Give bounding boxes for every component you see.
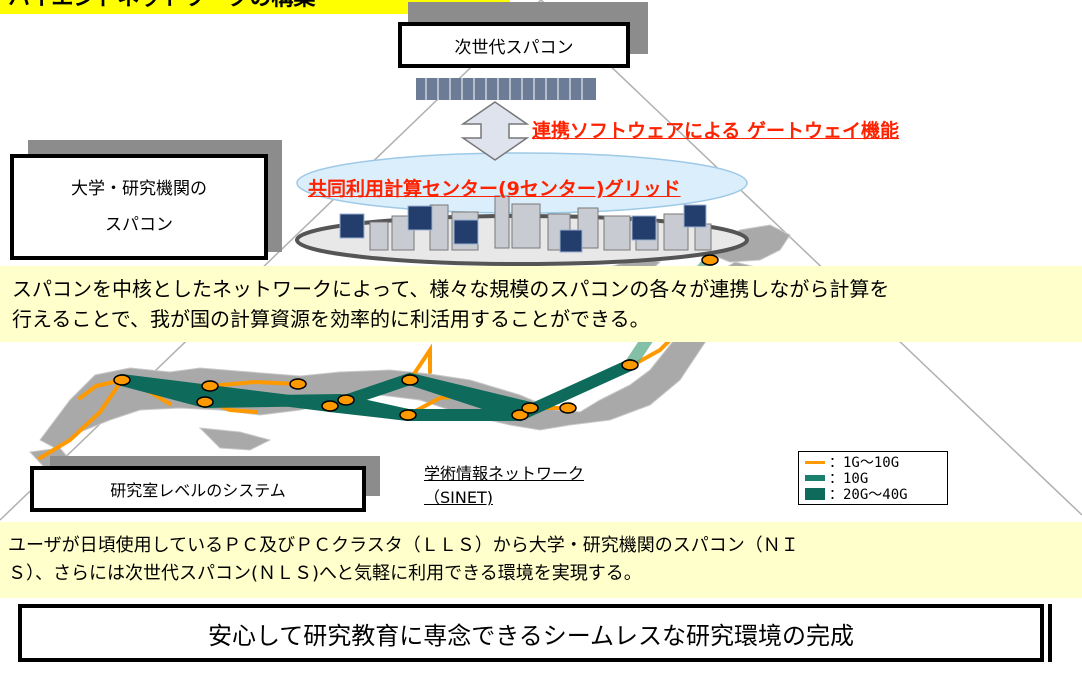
next-gen-supercomputer-box: 次世代スパコン <box>398 22 630 68</box>
supercomputer-rack-icon <box>416 78 596 100</box>
network-description-banner: スパコンを中核としたネットワークによって、様々な規模のスパコンの各々が連携しなが… <box>0 266 1082 342</box>
header-title-strip: ハイエンドネットワークの構築 <box>0 0 510 14</box>
center-logo-icons <box>339 204 707 253</box>
seamless-environment-banner: ユーザが日頃使用しているＰＣ及びＰＣクラスタ（ＬＬＳ）から大学・研究機関のスパコ… <box>0 522 1082 598</box>
double-arrow-icon <box>460 101 530 161</box>
grid-center-label: 共同利用計算センター(9センター)グリッド <box>308 178 681 200</box>
lab-level-system-label: 研究室レベルのシステム <box>110 481 286 500</box>
conclusion-box: 安心して研究教育に専念できるシームレスな研究環境の完成 <box>18 604 1044 662</box>
conclusion-box-right-bar <box>1048 604 1052 662</box>
legend-item-10g: ：10G <box>805 470 947 487</box>
lab-level-system-box: 研究室レベルのシステム <box>30 466 366 512</box>
network-description-line1: スパコンを中核としたネットワークによって、様々な規模のスパコンの各々が連携しなが… <box>12 277 890 301</box>
seamless-description-line2: Ｓ）、さらには次世代スパコン(ＮＬＳ)へと気軽に利用できる環境を実現する。 <box>8 563 642 584</box>
university-label-line1: 大学・研究機関の <box>71 179 207 199</box>
legend-label-1g-10g: ：1G～10G <box>829 455 900 471</box>
legend-swatch-teal-thick <box>805 488 825 500</box>
seamless-description-line1: ユーザが日頃使用しているＰＣ及びＰＣクラスタ（ＬＬＳ）から大学・研究機関のスパコ… <box>8 535 799 556</box>
sinet-label: 学術情報ネットワーク （SINET) <box>424 460 584 508</box>
legend-swatch-teal-thin <box>805 475 825 481</box>
legend-item-1g-10g: ：1G～10G <box>805 454 947 471</box>
legend-box: ：1G～10G ：10G ：20G～40G <box>798 451 948 505</box>
page-title: ハイエンドネットワークの構築 <box>0 0 510 14</box>
university-supercomputer-box: 大学・研究機関の スパコン <box>10 154 268 260</box>
sinet-subtitle: （SINET) <box>424 488 493 507</box>
university-label-line2: スパコン <box>105 215 173 235</box>
sinet-title: 学術情報ネットワーク <box>424 464 585 483</box>
network-nodes <box>113 254 719 421</box>
gateway-function-label: 連携ソフトウェアによる ゲートウェイ機能 <box>532 120 900 142</box>
conclusion-label: 安心して研究教育に専念できるシームレスな研究環境の完成 <box>207 621 855 650</box>
legend-swatch-orange <box>805 460 825 464</box>
network-description-line2: 行えることで、我が国の計算資源を効率的に利活用することができる。 <box>12 307 650 331</box>
legend-label-10g: ：10G <box>829 471 869 487</box>
legend-label-20g-40g: ：20G～40G <box>829 487 908 503</box>
pyramid-outline <box>0 0 1082 521</box>
next-gen-supercomputer-label: 次世代スパコン <box>454 37 574 58</box>
legend-item-20g-40g: ：20G～40G <box>805 486 947 503</box>
